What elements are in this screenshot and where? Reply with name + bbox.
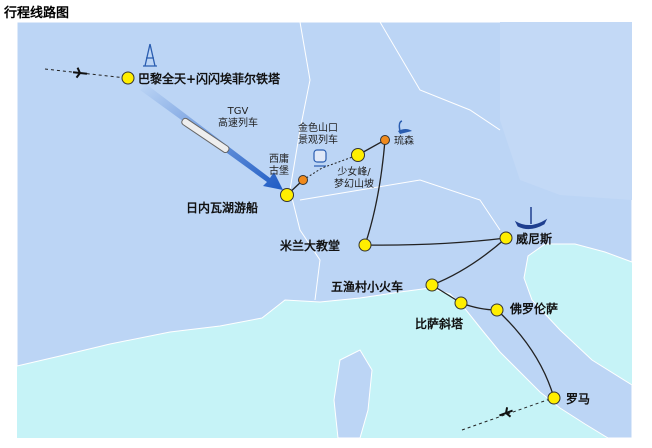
island bbox=[333, 349, 373, 439]
golden-pass-line1: 金色山口 bbox=[298, 123, 338, 134]
stop-jungfrau bbox=[351, 148, 365, 162]
flight-in-path bbox=[44, 68, 127, 79]
jungfrau-line1: 少女峰/ bbox=[337, 167, 371, 178]
label-florence: 佛罗伦萨 bbox=[510, 302, 559, 316]
label-lucerne: 琉森 bbox=[394, 136, 414, 147]
train-icon bbox=[313, 149, 327, 167]
jungfrau-line2: 梦幻山坡 bbox=[334, 179, 374, 190]
land-mass bbox=[16, 21, 633, 439]
eiffel-tower-icon bbox=[143, 43, 157, 67]
label-paris: 巴黎全天+闪闪埃菲尔铁塔 bbox=[138, 72, 281, 86]
airplane-icon bbox=[499, 407, 513, 418]
stop-lucerne bbox=[380, 135, 390, 145]
label-cinque-terre: 五渔村小火车 bbox=[331, 280, 404, 294]
tgv-line2: 高速列车 bbox=[218, 118, 258, 129]
stop-florence bbox=[490, 303, 504, 317]
stop-cinque-terre bbox=[425, 278, 439, 292]
northeast-land bbox=[500, 22, 632, 200]
gondola-icon bbox=[514, 207, 548, 230]
stop-chillon bbox=[298, 175, 308, 185]
tgv-line1: TGV bbox=[227, 106, 249, 117]
chillon-line1: 西庸 bbox=[269, 154, 289, 165]
stop-venice bbox=[499, 231, 513, 245]
stop-markers bbox=[121, 71, 561, 405]
stop-pisa bbox=[454, 296, 468, 310]
page-title: 行程线路图 bbox=[4, 6, 70, 21]
label-golden-pass: 金色山口景观列车 bbox=[298, 123, 338, 147]
golden-pass-line2: 景观列车 bbox=[298, 135, 338, 146]
label-rome: 罗马 bbox=[566, 392, 591, 406]
label-jungfrau: 少女峰/梦幻山坡 bbox=[334, 167, 374, 191]
airplane-icon bbox=[72, 67, 88, 79]
swan-icon bbox=[398, 120, 412, 134]
stop-paris bbox=[121, 71, 135, 85]
tgv-train-icon bbox=[181, 117, 230, 154]
label-milan: 米兰大教堂 bbox=[280, 239, 341, 253]
stop-geneva bbox=[280, 188, 294, 202]
label-chillon: 西庸古堡 bbox=[269, 154, 289, 178]
stop-milan bbox=[358, 238, 372, 252]
label-pisa: 比萨斜塔 bbox=[415, 317, 464, 331]
chillon-line2: 古堡 bbox=[269, 166, 289, 177]
label-venice: 威尼斯 bbox=[516, 232, 553, 246]
stop-rome bbox=[547, 391, 561, 405]
label-geneva: 日内瓦湖游船 bbox=[186, 201, 259, 215]
